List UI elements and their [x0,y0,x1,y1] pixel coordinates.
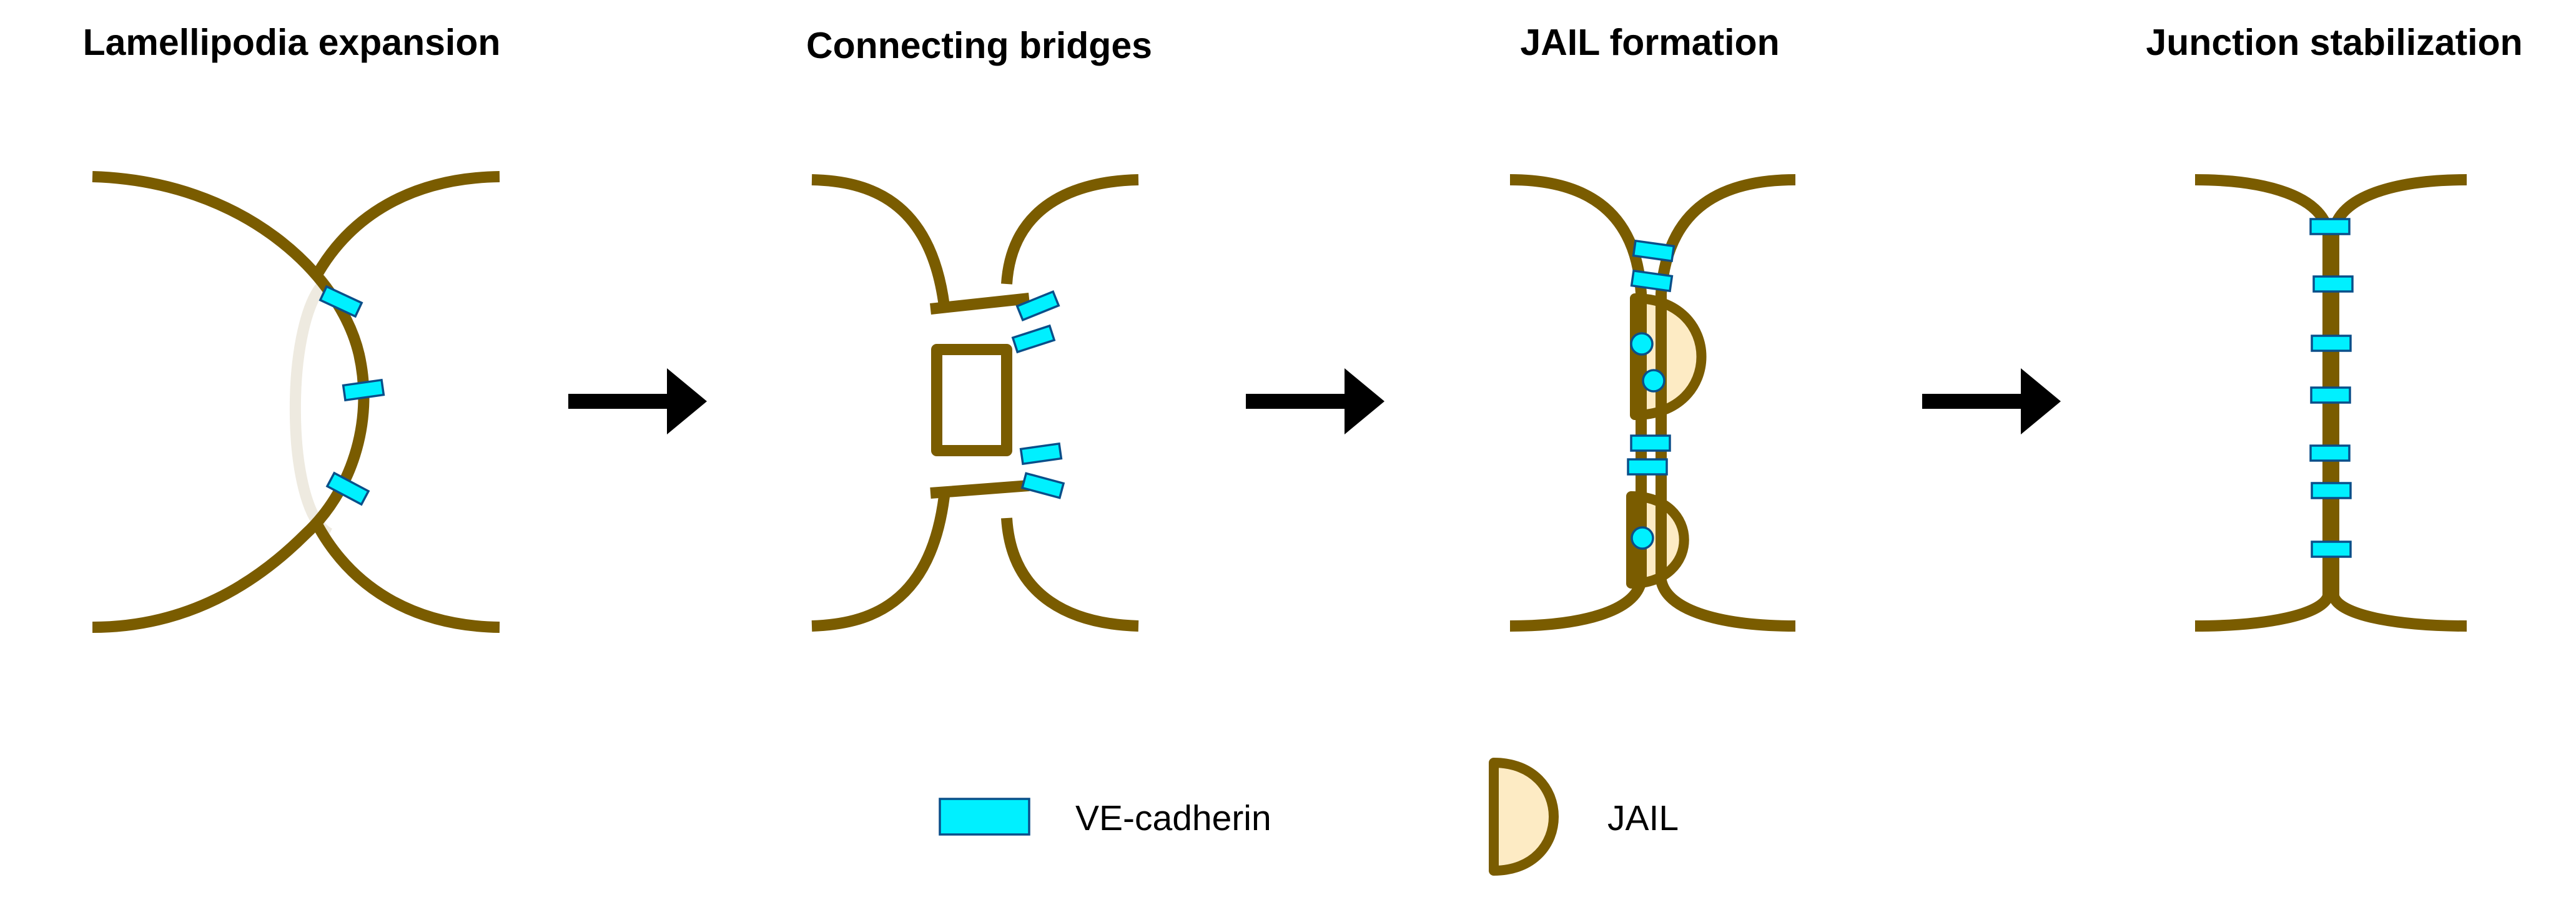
stage-bridges [811,174,1139,632]
lamellipodium-ghost [289,275,333,539]
legend-label-jail: JAIL [1607,798,1679,838]
left-cell-lower-membrane [811,495,950,632]
ve-cadherin-marker [2311,541,2352,558]
ve-cadherin-dot [1642,369,1666,393]
ve-cadherin-icon [939,798,1030,836]
lower-bridge [930,480,1030,499]
right-cell-lower-membrane [1001,517,1139,632]
ve-cadherin-marker [1019,442,1063,466]
stage-title-stabilization: Junction stabilization [2146,22,2522,63]
ve-cadherin-marker [342,378,385,402]
stage-title-bridges: Connecting bridges [806,25,1152,66]
stage-stabilization [2194,174,2467,632]
left-cell-membrane [1509,174,1647,632]
upper-bridge [930,293,1030,315]
right-arrow-icon [568,368,707,434]
left-cell-membrane [92,171,370,633]
ve-cadherin-marker [325,471,370,506]
stage-jail [1509,174,1796,632]
ve-cadherin-dot [1630,332,1654,356]
stage-title-lamellipodia: Lamellipodia expansion [83,22,501,63]
right-cell-membrane [310,171,500,281]
legend: VE-cadherin JAIL [939,758,1679,876]
right-arrow-icon [1246,368,1384,434]
ve-cadherin-marker [1020,472,1065,499]
left-cell-upper-membrane [811,174,950,307]
ve-cadherin-marker [1630,434,1671,452]
ve-cadherin-marker [2311,335,2352,352]
left-cell-membrane [2194,174,2334,632]
ve-cadherin-marker [318,285,363,318]
ve-cadherin-marker [1011,324,1056,354]
ve-cadherin-marker [1632,239,1675,263]
right-cell-membrane [1656,174,1796,632]
ve-cadherin-marker [2309,444,2351,462]
ve-cadherin-marker [2310,386,2351,404]
ve-cadherin-marker [2309,218,2351,235]
ve-cadherin-marker [1630,269,1674,293]
right-cell-membrane [2328,174,2467,632]
stage-lamellipodia [92,171,500,633]
ve-cadherin-marker [2312,275,2354,293]
ve-cadherin-marker [1015,290,1060,322]
right-cell-upper-membrane [1001,174,1139,285]
ve-cadherin-dot [1631,526,1654,550]
ve-cadherin-marker [1627,458,1668,476]
jail-icon [1489,758,1559,876]
ve-cadherin-marker [2311,482,2352,499]
middle-bridge [931,344,1012,456]
stage-title-jail: JAIL formation [1520,22,1779,63]
right-arrow-icon [1922,368,2061,434]
legend-label-ve-cadherin: VE-cadherin [1075,798,1271,838]
right-cell-membrane-lower [310,518,500,633]
